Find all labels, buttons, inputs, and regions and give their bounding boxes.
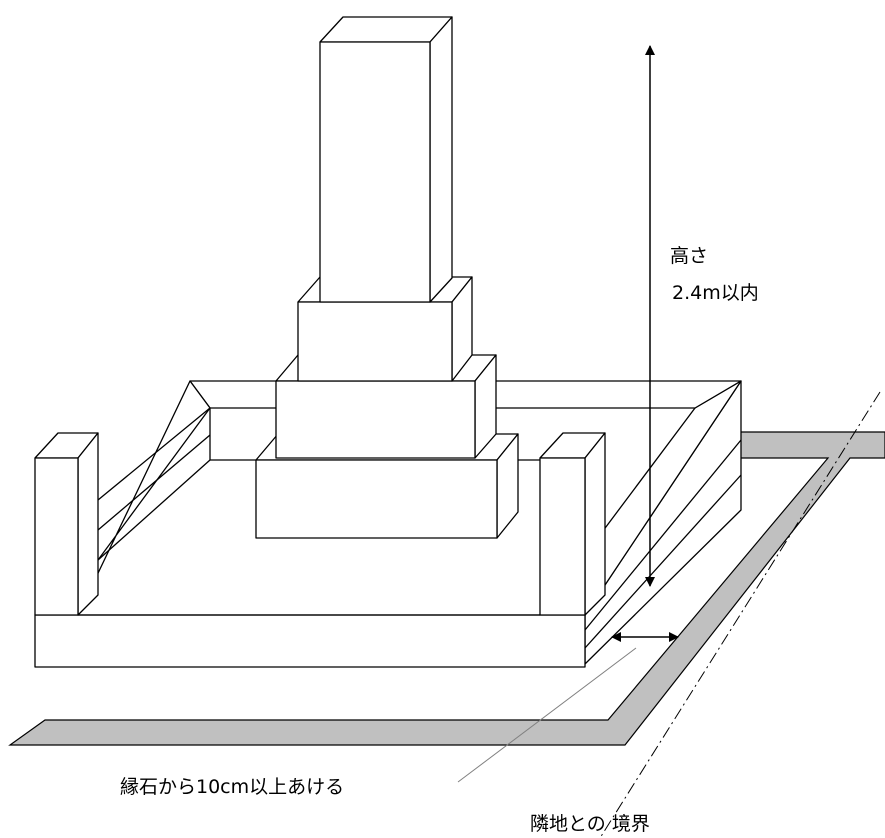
setback-leader-line xyxy=(457,647,637,783)
height-title-label: 高さ xyxy=(670,245,708,267)
curb-frame xyxy=(34,380,742,668)
grave-stone xyxy=(255,16,519,539)
height-value-label: 2.4m以内 xyxy=(672,282,759,304)
ground-strip xyxy=(8,431,885,746)
setback-label: 縁石から10cm以上あける xyxy=(120,776,344,798)
boundary-label: 隣地との 境界 xyxy=(530,813,650,835)
